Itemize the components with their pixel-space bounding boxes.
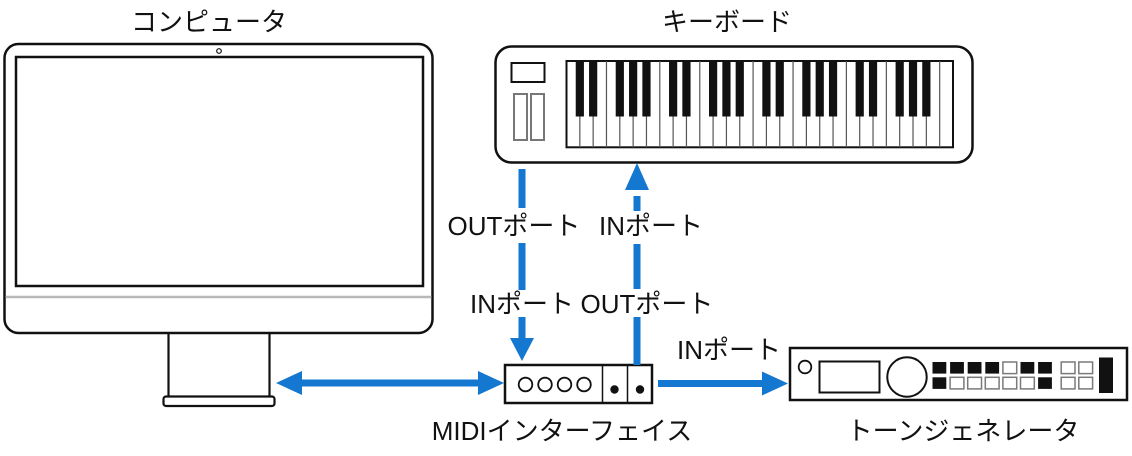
midi-indicator-dot [635,385,645,394]
black-key [908,61,918,117]
tonegen-button-light [1060,361,1076,375]
white-keys-area [565,60,954,149]
tonegen-button-light [1060,376,1076,390]
black-key [629,61,638,117]
interface-in-port-label: INポート [470,289,574,319]
tonegen-button-dark [950,362,964,374]
piano-keys [565,60,954,149]
arrow-shaft [633,244,641,289]
midi-interface-body [503,363,654,405]
arrow-keyboard-to-interface [510,169,534,361]
arrow-shaft [518,243,526,290]
arrow-computer-interface [276,371,504,395]
arrow-shaft [518,317,526,338]
midi-port-circle [576,376,592,393]
tonegen-display [818,360,881,394]
tonegen-button-dark [1020,362,1035,374]
computer-illustration [3,42,434,408]
black-key [868,61,878,117]
arrow-interface-to-tonegen [658,371,788,396]
black-key [762,61,771,117]
midi-indicator-dot [610,385,619,394]
mod-wheel [530,93,545,141]
arrow-shaft [518,169,526,208]
black-key [855,61,864,117]
tone-generator-label: トーンジェネレータ [847,416,1080,446]
keyboard-out-port-label: OUTポート [448,211,581,241]
black-key [775,61,784,117]
black-key [828,61,838,117]
midi-interface-illustration [503,363,654,405]
tonegen-button-light [1002,376,1018,390]
black-key [669,61,678,117]
black-key [802,61,811,117]
black-key [722,61,731,117]
keyboard-display [510,62,546,83]
tonegen-button-dark [932,362,947,374]
tonegen-button-light [966,376,983,390]
tonegen-button-light [1078,376,1094,390]
midi-port-circle [517,376,534,393]
tonegen-button-dark [967,362,982,374]
black-key [615,61,624,117]
arrowhead-up-icon [625,163,649,190]
computer-stand [167,334,271,397]
tonegen-button-dark [1038,362,1052,374]
interface-out-port-label: OUTポート [581,289,714,319]
black-key [895,61,904,117]
black-key [575,61,584,117]
arrowhead-down-icon [510,338,534,361]
midi-port-circles [517,376,592,393]
arrowhead-left-icon [276,371,302,395]
black-key [815,61,824,117]
arrow-interface-to-keyboard [625,163,649,365]
midi-interface-label: MIDIインターフェイス [432,416,693,446]
black-key [589,61,598,117]
arrow-shaft [633,317,641,365]
keyboard-in-port-label: INポート [599,211,703,241]
black-key [709,61,718,117]
computer-label: コンピュータ [131,7,287,37]
tonegen-knob [886,356,928,398]
camera-icon [216,48,222,54]
arrowhead-right-icon [762,371,788,396]
keyboard-label: キーボード [662,7,792,37]
tonegen-button-light [984,376,1000,390]
tonegen-button-light [1019,376,1036,390]
computer-stand-base [162,395,276,408]
arrow-shaft [300,379,478,387]
black-key [642,61,651,117]
pitch-wheel [513,93,528,141]
black-key [735,61,744,117]
tonegen-power-light [797,359,813,375]
black-key [922,61,931,117]
midi-indicator-dots [610,385,645,394]
black-key [682,61,691,117]
tonegen-button-dark [932,377,947,389]
tonegen-slot [1099,357,1113,393]
tonegen-button-dark [985,362,1000,374]
arrowhead-right-icon [478,371,504,395]
tonegen-button-light [1002,361,1018,375]
computer-screen [14,55,425,288]
midi-port-circle [537,376,553,393]
tonegen-buttons [932,361,1094,390]
arrow-shaft [633,196,641,211]
tonegen-button-light [949,376,965,390]
tonegen-in-port-label: INポート [677,335,781,365]
keyboard-illustration [494,45,974,164]
tonegen-button-light [1078,361,1094,375]
tone-generator-illustration [788,346,1129,402]
arrow-shaft [658,380,764,387]
midi-port-circle [556,376,573,393]
tonegen-button-dark [1038,377,1052,389]
